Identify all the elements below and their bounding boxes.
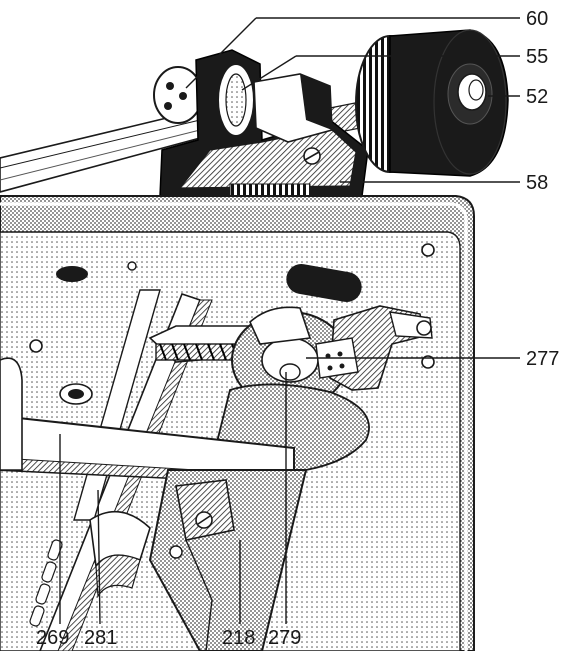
gear-ring-inner: [225, 73, 247, 127]
screw-slot: [304, 151, 320, 161]
arm-screw-small: [169, 545, 183, 559]
callout-52: 52: [526, 86, 548, 108]
bracket-face: [178, 127, 357, 189]
shaft-end-cap: [153, 66, 203, 124]
cam-center: [279, 363, 301, 381]
plate-rivet: [421, 355, 435, 369]
clamp-screw: [416, 320, 432, 336]
arm-screw-slot: [197, 515, 211, 525]
chain-links: [29, 539, 63, 627]
cap-hole: [179, 92, 187, 100]
cap-hole: [166, 82, 174, 90]
callout-60: 60: [526, 8, 548, 30]
leader-55: [241, 55, 297, 91]
leader-281: [97, 489, 101, 625]
collar-shade: [300, 74, 332, 130]
cam-cylinder: [249, 306, 312, 345]
tab-hole: [325, 353, 331, 359]
plate-rivet: [29, 339, 43, 353]
tab-hole: [339, 363, 345, 369]
rod-shade: [0, 129, 201, 181]
leader-60: [185, 17, 257, 89]
plate-rivet: [421, 243, 435, 257]
arm-edge: [185, 539, 213, 652]
tab-hole: [327, 365, 333, 371]
plate-hole: [127, 261, 137, 271]
callout-labels: 60 55 52 58 277 269 281 218 279: [36, 8, 559, 649]
lever-pivot-hole: [68, 389, 84, 399]
lower-mechanism: [0, 289, 433, 652]
callout-269: 269: [36, 627, 69, 649]
callout-277: 277: [526, 348, 559, 370]
left-guide: [0, 357, 23, 471]
upper-shaft-assembly: [0, 29, 509, 197]
spring-clip-lower: [95, 554, 141, 598]
callout-55: 55: [526, 46, 548, 68]
knob-center: [468, 79, 484, 101]
callout-281: 281: [84, 627, 117, 649]
rod-highlight: [0, 119, 201, 169]
tab-hole: [337, 351, 343, 357]
callout-58: 58: [526, 172, 548, 194]
cap-hole: [164, 102, 172, 110]
callout-279: 279: [268, 627, 301, 649]
callout-218: 218: [222, 627, 255, 649]
arm-clamp: [175, 479, 235, 541]
plate-slot-large: [286, 264, 362, 302]
plate-slot: [56, 266, 88, 282]
leader-lines: [59, 17, 520, 625]
base-gear: [229, 183, 311, 197]
